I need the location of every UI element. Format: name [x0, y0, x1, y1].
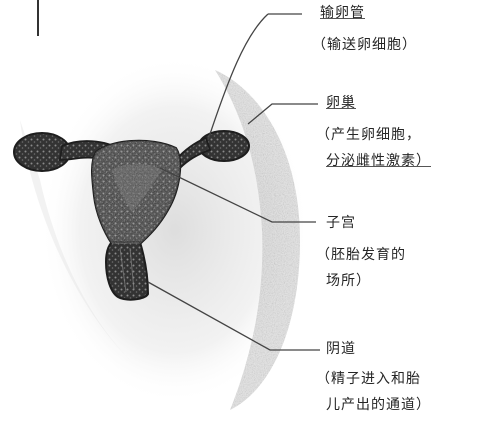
vagina [106, 242, 148, 300]
desc-vagina-line2: 儿产出的通道） [326, 394, 431, 416]
desc-ovary-line1: （产生卵细胞， [316, 124, 421, 146]
desc-uterus-line1: （胚胎发育的 [316, 244, 406, 266]
label-ovary: 卵巢 [326, 92, 356, 114]
desc-uterus-line2: 场所） [326, 270, 371, 292]
desc-fallopian-tube: （输送卵细胞） [312, 34, 417, 56]
label-uterus: 子宫 [326, 212, 356, 234]
desc-ovary-line2: 分泌雌性激素） [326, 150, 431, 172]
label-fallopian-tube: 输卵管 [320, 2, 365, 24]
label-vagina: 阴道 [326, 338, 356, 360]
desc-vagina-line1: （精子进入和胎 [316, 368, 421, 390]
